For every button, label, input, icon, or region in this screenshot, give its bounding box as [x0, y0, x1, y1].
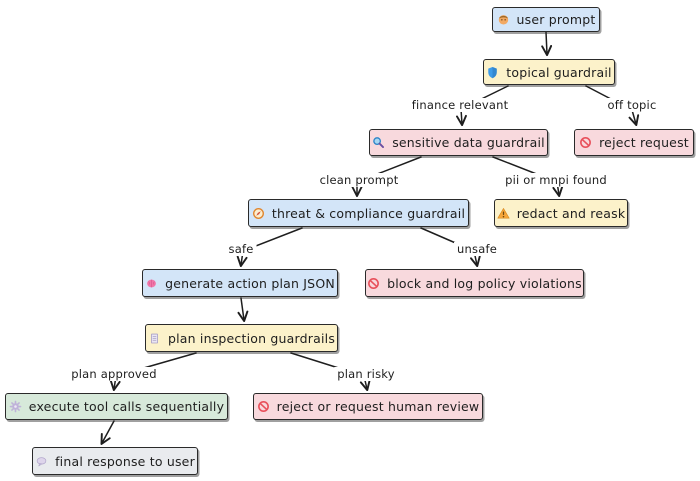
node-label: block and log policy violations	[387, 275, 582, 291]
edge-user-prompt-to-topical-guardrail	[541, 31, 553, 57]
node-label: sensitive data guardrail	[392, 135, 545, 150]
node-label: redact and reask	[516, 205, 626, 221]
node-generate-action-plan: generate action plan JSON	[142, 269, 338, 297]
user-icon	[497, 13, 510, 26]
node-label: generate action plan JSON	[165, 275, 335, 291]
search-icon	[372, 136, 385, 149]
node-label: plan inspection guardrails	[167, 330, 336, 346]
edge-label-unsafe: unsafe	[454, 242, 500, 256]
edge-label-plan-approved: plan approved	[68, 367, 160, 381]
node-plan-inspection-guardrails: plan inspection guardrails	[145, 324, 338, 352]
node-label: execute tool calls sequentially	[28, 399, 225, 414]
node-label: topical guardrail	[506, 64, 612, 80]
edge-label-clean-prompt: clean prompt	[316, 173, 402, 187]
node-reject-request: reject request	[574, 129, 694, 156]
node-label: final response to user	[55, 453, 195, 469]
no-entry-icon	[257, 400, 270, 413]
node-redact-and-reask: redact and reask	[494, 199, 628, 227]
node-label: user prompt	[516, 12, 596, 27]
node-final-response: final response to user	[32, 447, 198, 475]
edge-label-finance-relevant: finance relevant	[408, 98, 512, 112]
warning-icon	[497, 207, 510, 220]
edge-label-safe: safe	[225, 242, 257, 256]
node-label: threat & compliance guardrail	[271, 205, 466, 221]
edge-label-pii-mnpi-found: pii or mnpi found	[502, 173, 610, 187]
node-sensitive-data-guardrail: sensitive data guardrail	[369, 129, 548, 156]
node-reject-human-review: reject or request human review	[253, 393, 483, 420]
node-user-prompt: user prompt	[492, 7, 600, 32]
receipt-icon	[148, 332, 161, 345]
no-entry-icon	[579, 136, 592, 149]
node-topical-guardrail: topical guardrail	[483, 59, 615, 85]
edge-label-off-topic: off topic	[604, 98, 660, 112]
edge-execute-to-final-response	[100, 420, 115, 445]
compass-icon	[252, 207, 265, 220]
node-block-and-log: block and log policy violations	[365, 269, 584, 297]
no-entry-icon	[367, 277, 380, 290]
node-label: reject or request human review	[276, 399, 480, 414]
gear-icon	[9, 400, 22, 413]
node-label: reject request	[599, 135, 689, 150]
speech-icon	[35, 455, 48, 468]
shield-icon	[486, 66, 499, 79]
node-threat-compliance-guardrail: threat & compliance guardrail	[248, 199, 469, 227]
edge-label-plan-risky: plan risky	[334, 367, 398, 381]
edge-generate-plan-to-plan-inspection	[237, 297, 249, 323]
brain-icon	[145, 277, 158, 290]
node-execute-tool-calls: execute tool calls sequentially	[5, 393, 228, 420]
